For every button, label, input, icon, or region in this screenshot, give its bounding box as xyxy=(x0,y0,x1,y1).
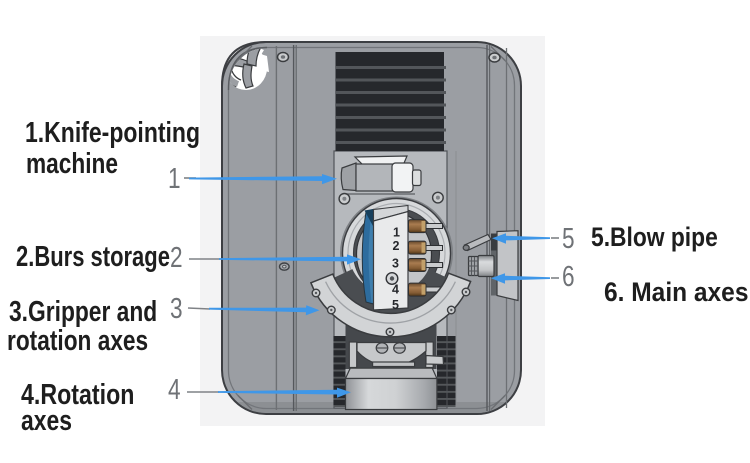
svg-text:4: 4 xyxy=(392,282,399,296)
svg-text:2: 2 xyxy=(393,239,400,253)
svg-text:3: 3 xyxy=(392,257,399,271)
svg-text:1: 1 xyxy=(393,225,400,239)
svg-text:5: 5 xyxy=(392,298,399,312)
